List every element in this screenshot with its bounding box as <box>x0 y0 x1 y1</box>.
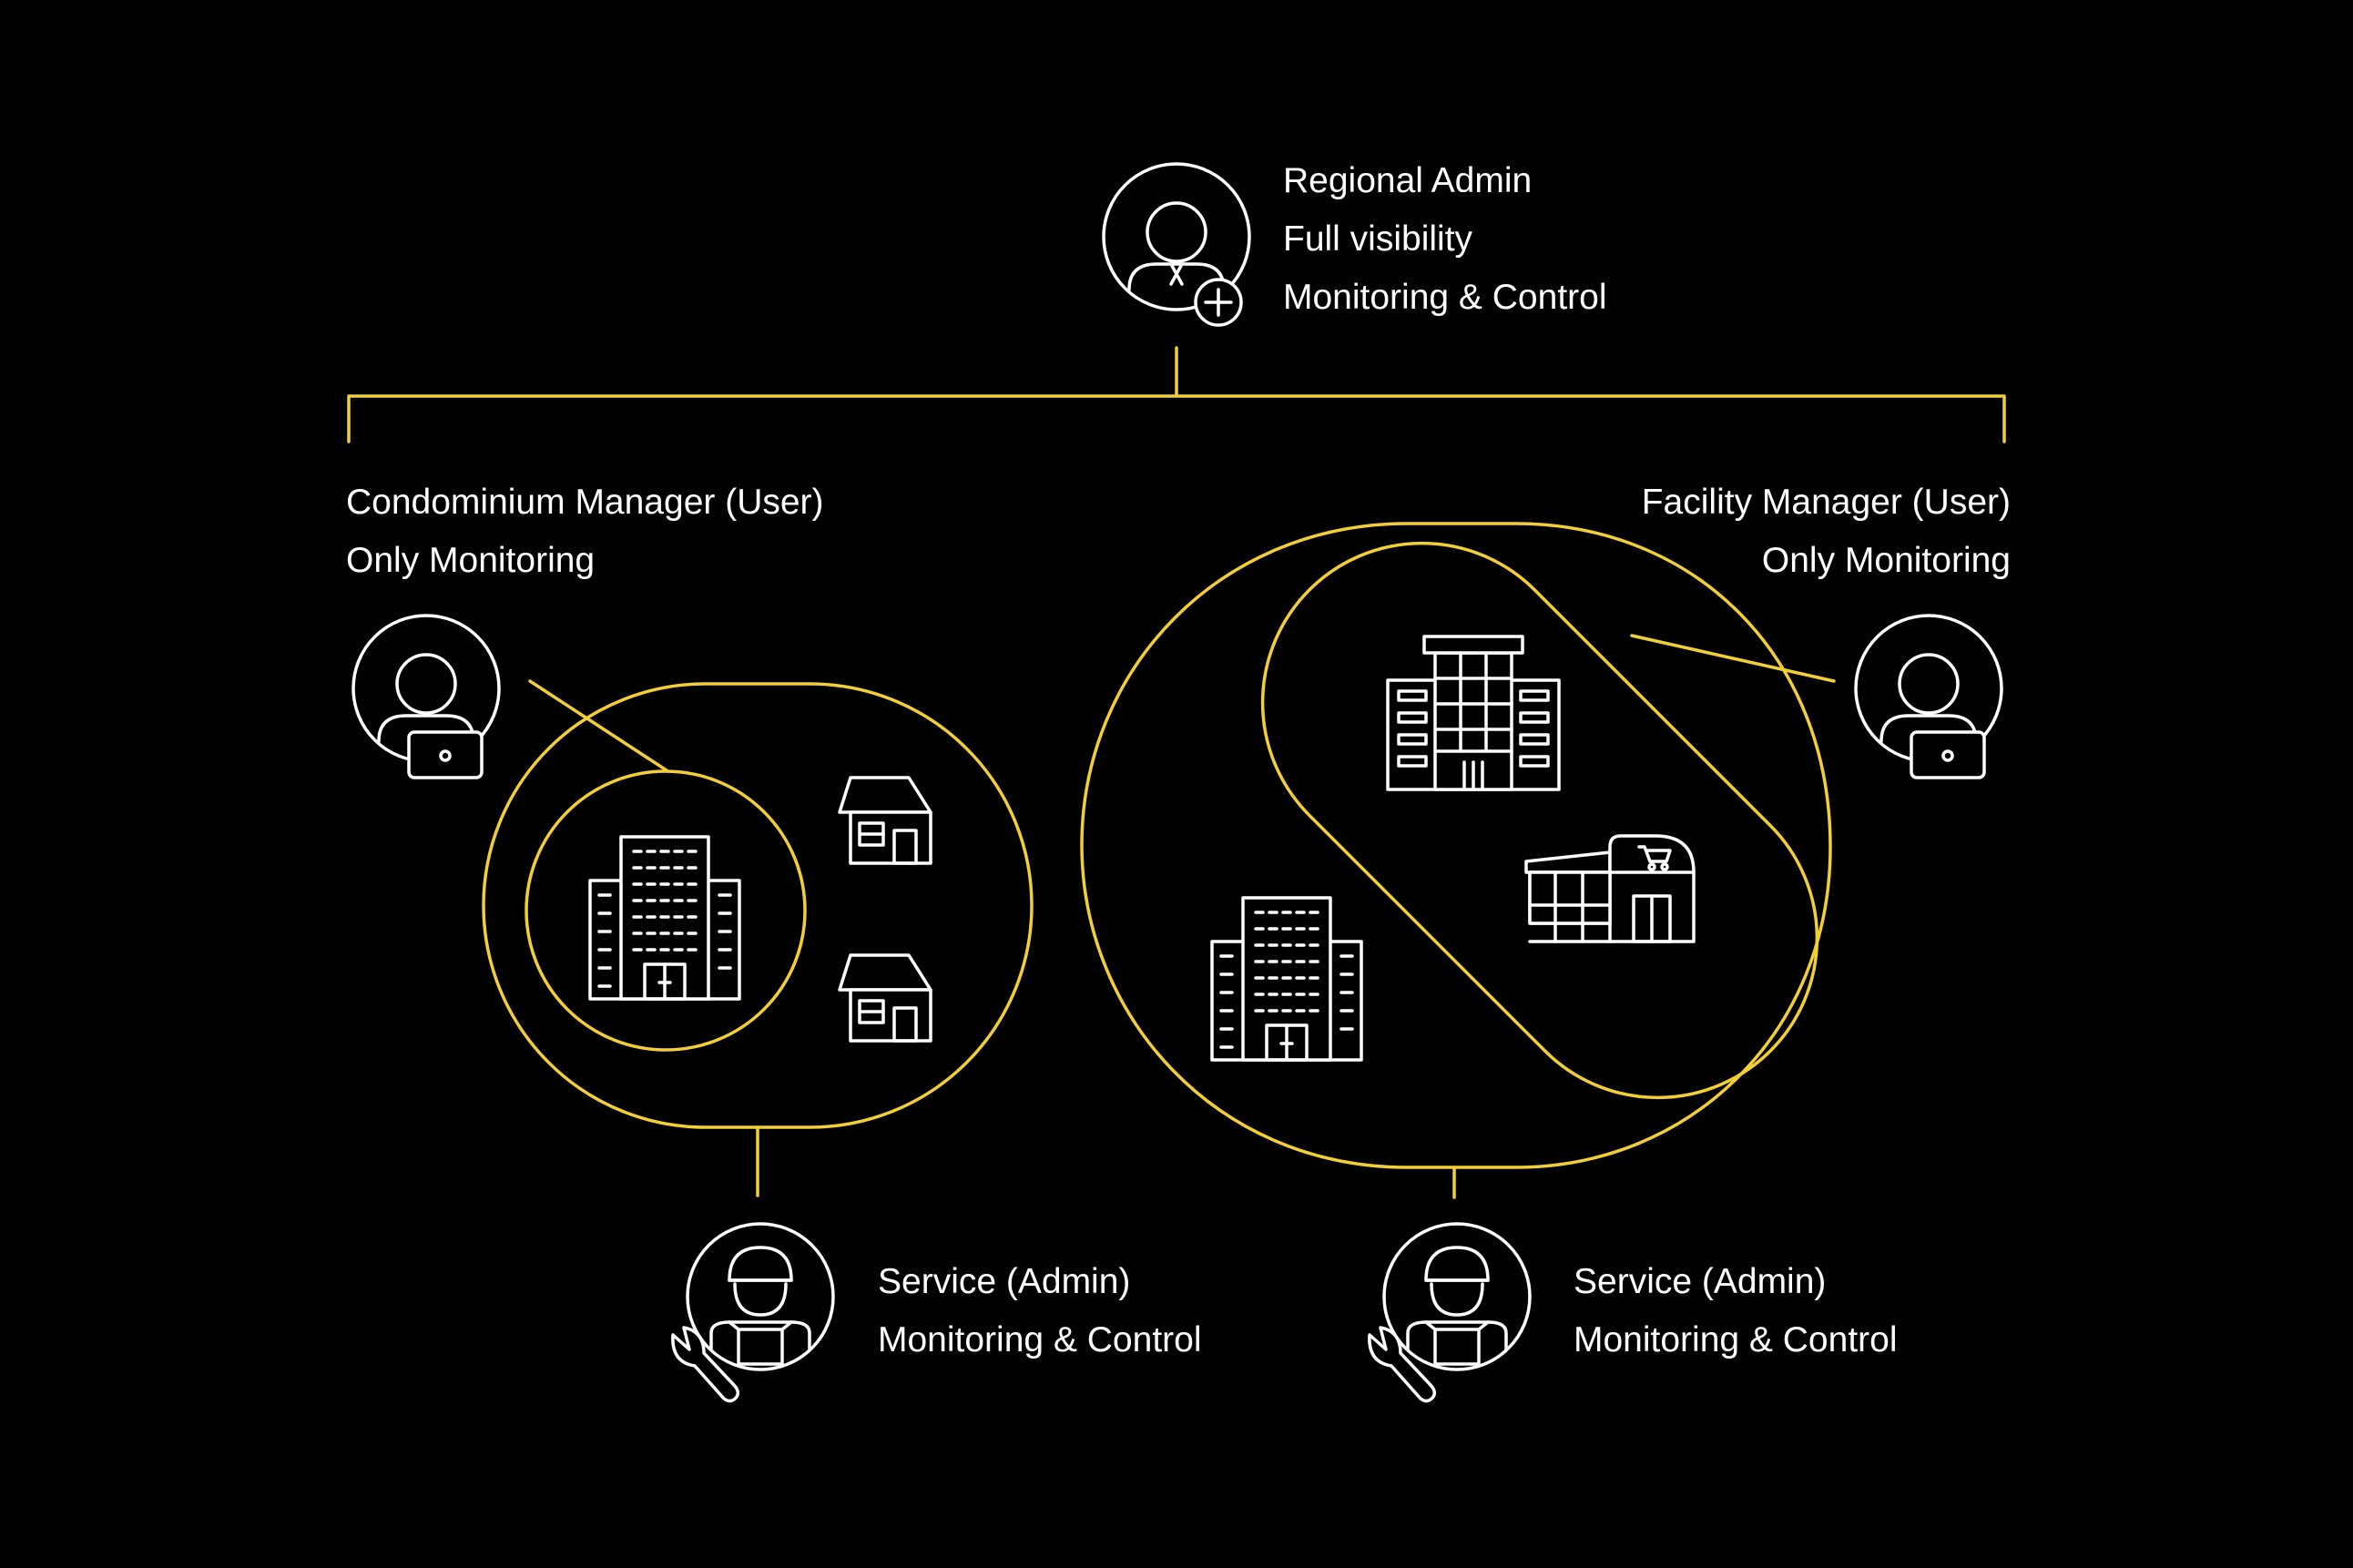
laptop-icon <box>407 730 484 779</box>
service-left-label: Service (Admin) Monitoring & Control <box>878 1262 1202 1359</box>
regional-admin-label: Regional Admin Full visibility Monitorin… <box>1283 161 1607 317</box>
service-technician-wrench-icon <box>671 1222 835 1403</box>
service-left-permission: Monitoring & Control <box>878 1320 1202 1359</box>
facility-manager-avatar <box>1854 614 2003 779</box>
service-right-title: Service (Admin) <box>1574 1262 1826 1301</box>
facility-manager-title: Facility Manager (User) <box>1642 483 2011 522</box>
service-left-avatar <box>671 1222 835 1403</box>
office-building-icon <box>1386 635 1561 791</box>
service-scope-blob-right <box>1080 522 1832 1169</box>
facility-manager-connector <box>1630 634 1836 683</box>
condo-manager-scope-circle <box>525 769 807 1052</box>
hierarchy-connector <box>347 346 2006 1199</box>
condo-manager-label: Condominium Manager (User) Only Monitori… <box>346 483 824 580</box>
regional-admin-permission: Monitoring & Control <box>1283 278 1607 317</box>
service-technician-wrench-icon <box>1368 1222 1532 1403</box>
apartment-building-icon <box>1210 896 1363 1062</box>
condo-manager-connector <box>528 679 668 772</box>
service-scope-capsule-left <box>482 682 1034 1129</box>
house-icon <box>838 776 932 865</box>
service-left-title: Service (Admin) <box>878 1262 1130 1301</box>
facility-scope-group <box>1080 522 1832 1169</box>
apartment-building-icon <box>588 835 741 1001</box>
condominium-scope-group <box>482 682 1034 1129</box>
facility-manager-scope-capsule <box>1260 541 1819 1100</box>
condo-manager-avatar <box>351 614 501 779</box>
shopping-mall-icon <box>1524 834 1696 943</box>
top-bracket-line <box>347 346 2006 443</box>
regional-admin-title: Regional Admin <box>1283 161 1532 200</box>
condo-manager-title: Condominium Manager (User) <box>346 483 824 522</box>
admin-plus-icon <box>1194 278 1243 327</box>
regional-admin-avatar <box>1102 162 1251 327</box>
condo-manager-permission: Only Monitoring <box>346 541 595 580</box>
facility-manager-permission: Only Monitoring <box>1762 541 2011 580</box>
service-right-label: Service (Admin) Monitoring & Control <box>1574 1262 1898 1359</box>
service-right-avatar <box>1368 1222 1532 1403</box>
service-right-permission: Monitoring & Control <box>1574 1320 1898 1359</box>
regional-admin-visibility: Full visibility <box>1283 219 1473 259</box>
laptop-icon <box>1910 730 1986 779</box>
facility-manager-label: Facility Manager (User) Only Monitoring <box>1642 483 2011 580</box>
house-icon <box>838 953 932 1043</box>
